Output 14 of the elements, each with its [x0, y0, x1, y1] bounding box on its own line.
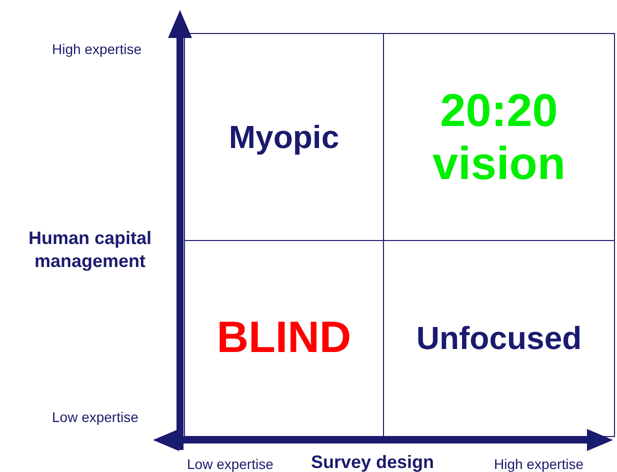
axis-tick-label: High expertise: [494, 456, 584, 472]
quadrant-label: Myopic: [228, 118, 340, 156]
axis-title: Survey design: [311, 452, 434, 472]
quadrant-box: [184, 240, 384, 437]
quadrant-label: BLIND: [216, 313, 352, 364]
quadrant-label: 20:20 vision: [432, 84, 566, 190]
axis-tick-label: Low expertise: [187, 456, 274, 472]
quadrant-box: [184, 33, 384, 241]
quadrant-box: [383, 33, 615, 241]
quadrant-box: [383, 240, 615, 437]
axis-tick-label: Low expertise: [52, 409, 138, 425]
quadrant-label: Unfocused: [416, 320, 582, 357]
axis-tick-label: High expertise: [52, 41, 142, 57]
axis-title: Human capital management: [27, 227, 153, 272]
